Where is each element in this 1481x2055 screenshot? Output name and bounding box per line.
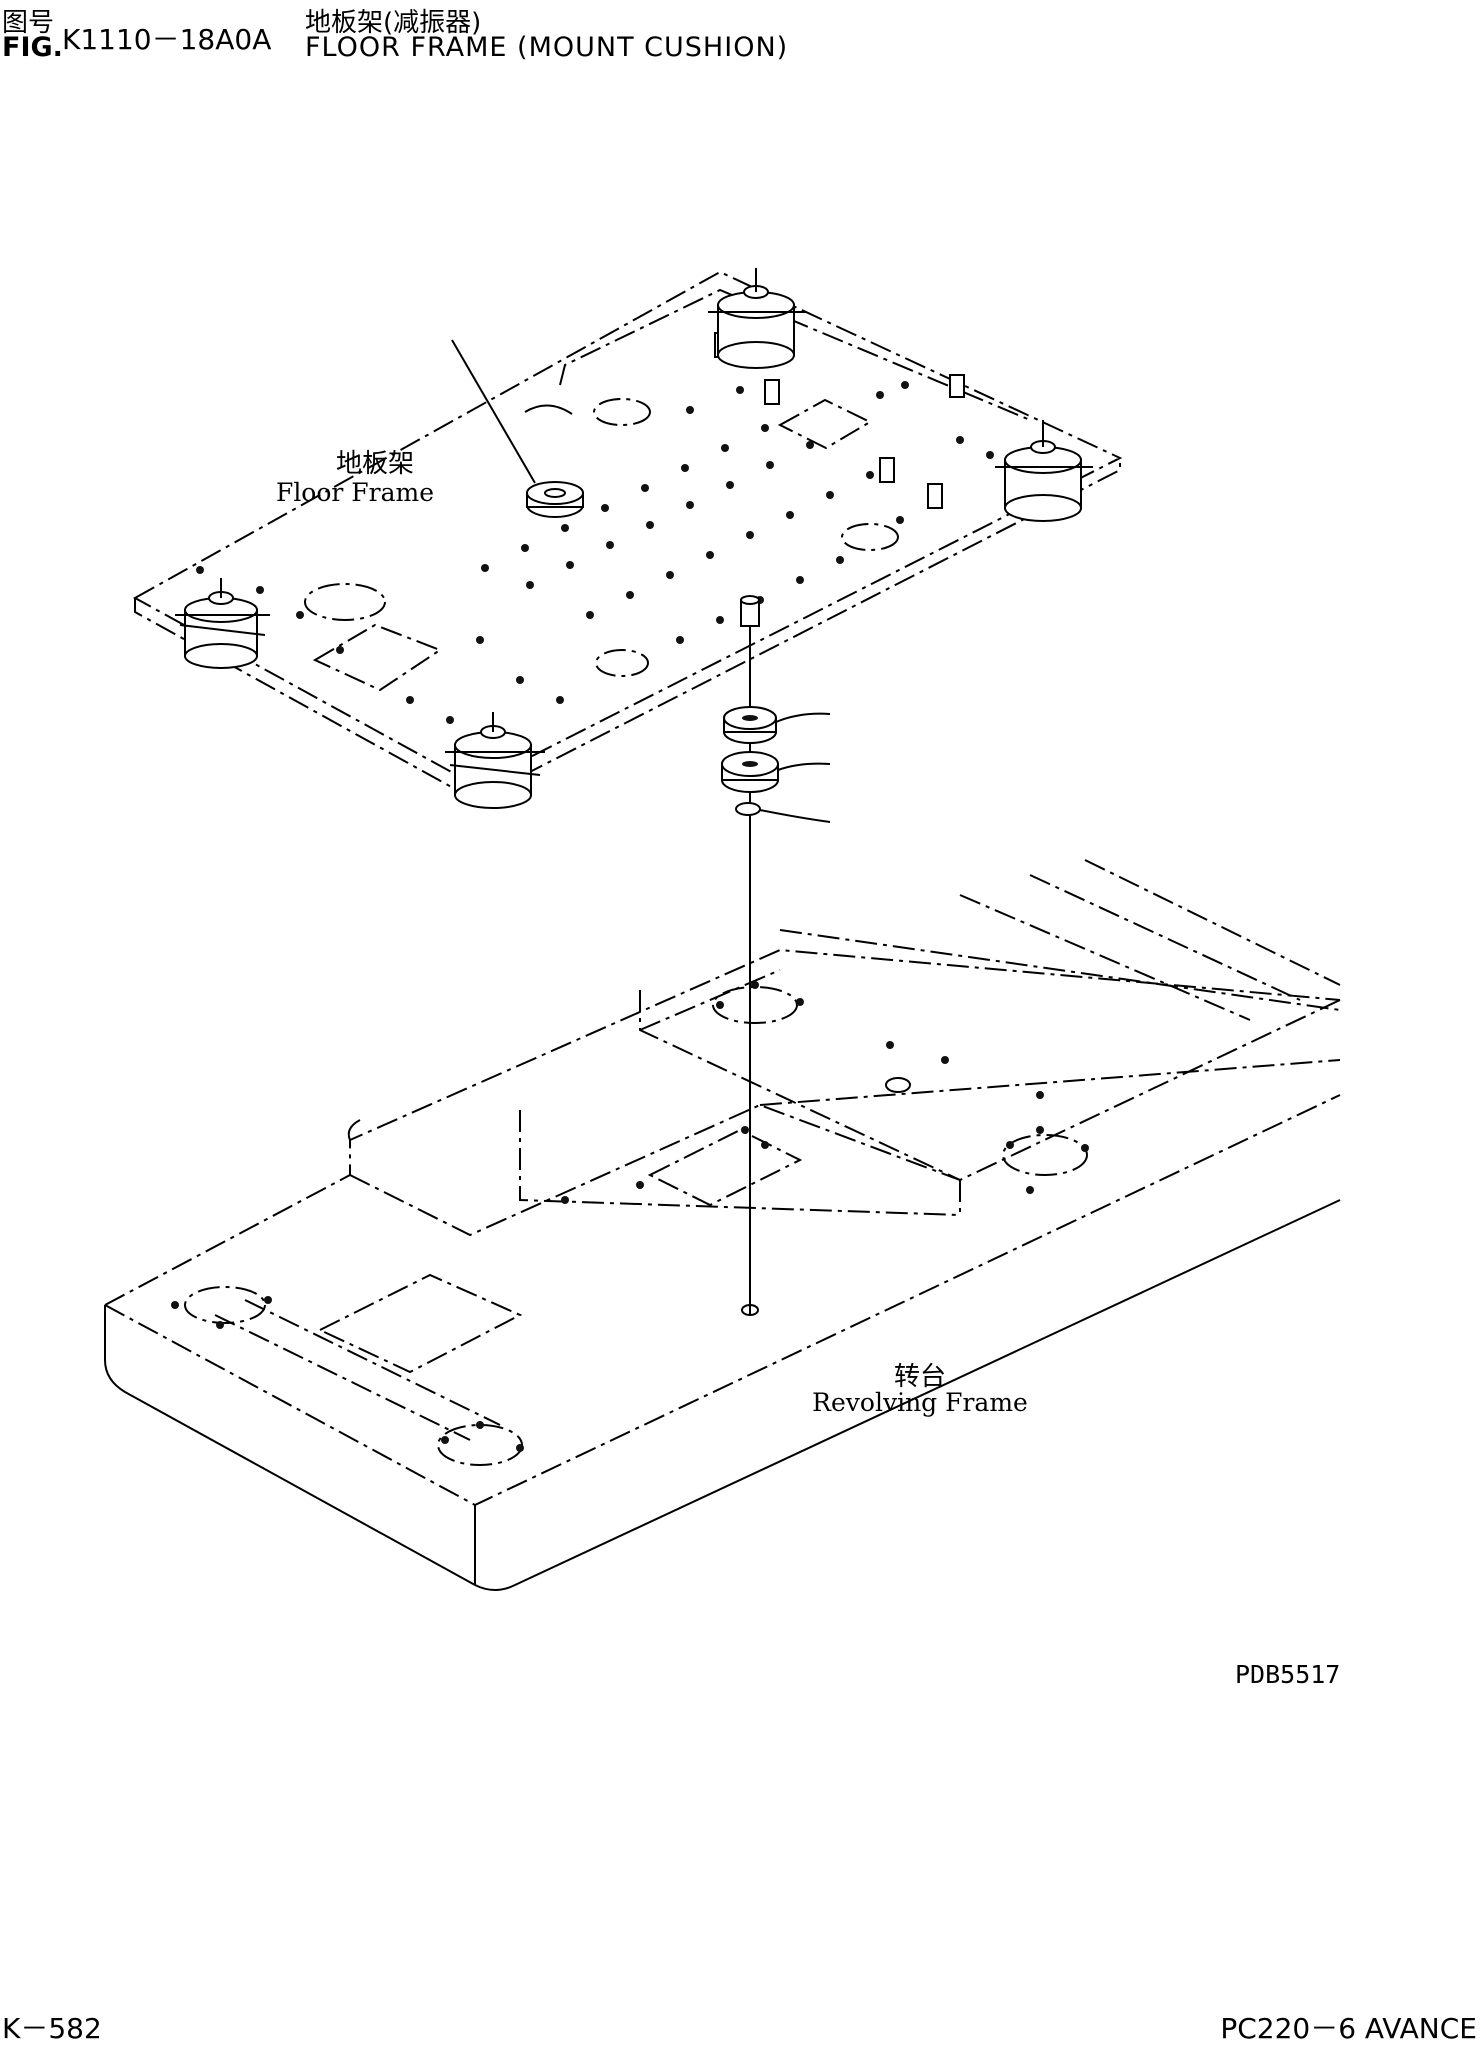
floor-frame-label-en: Floor Frame xyxy=(275,478,435,507)
loose-cushion-part xyxy=(451,339,584,518)
mount-cushion-front-left xyxy=(445,712,545,809)
mount-cushion-rear-left xyxy=(175,578,270,669)
page-number: K－582 xyxy=(2,2012,102,2045)
figure-number: K1110－18A0A xyxy=(62,23,272,56)
exploded-fastener-stack xyxy=(721,595,831,1315)
figure-cn-label: 图号 xyxy=(2,8,55,38)
floor-frame-plate xyxy=(132,270,1123,802)
figure-label: FIG. xyxy=(2,32,63,63)
mount-cushion-rear-right xyxy=(708,268,806,369)
floor-frame-holes xyxy=(196,381,1024,724)
revolving-frame-body xyxy=(104,859,1341,1591)
figure-title-en: FLOOR FRAME (MOUNT CUSHION) xyxy=(305,32,789,63)
figure-title-cn: 地板架(减振器) xyxy=(305,8,482,38)
revolving-frame-label-en: Revolving Frame xyxy=(812,1388,1028,1417)
mount-cushion-front-right xyxy=(995,420,1093,522)
drawing-code: PDB5517 xyxy=(1235,1660,1341,1689)
floor-frame-label-cn: 地板架 xyxy=(335,449,414,479)
machine-model: PC220－6 AVANCE xyxy=(1220,2012,1477,2045)
revolving-frame-label-cn: 转台 xyxy=(893,1362,946,1392)
